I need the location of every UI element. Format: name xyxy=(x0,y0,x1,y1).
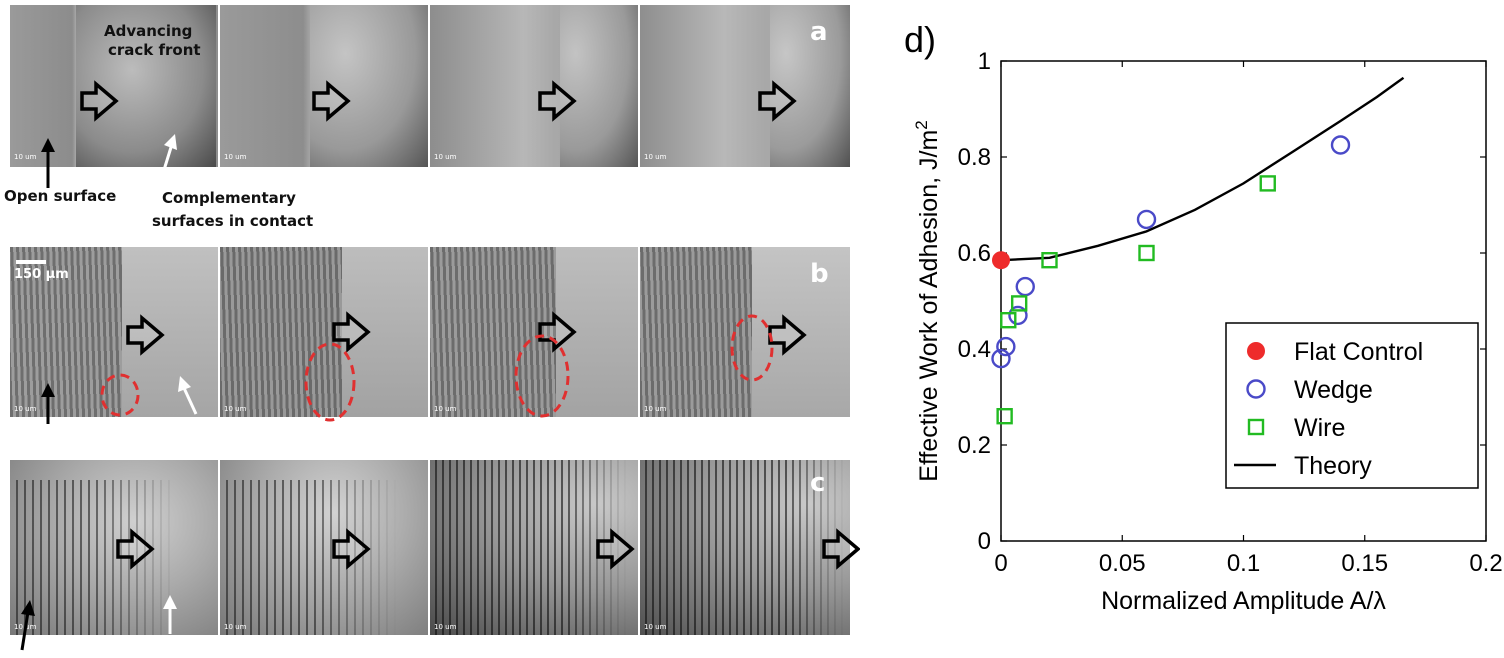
scale-text: 10 um xyxy=(644,405,667,413)
legend-marker-wedge xyxy=(1246,379,1266,399)
pointer-arrow-icon xyxy=(162,134,177,171)
label-line: crack front xyxy=(108,41,201,59)
x-tick-label: 0 xyxy=(994,550,1007,577)
advance-arrow-icon xyxy=(538,313,576,351)
y-tick-label: 0 xyxy=(978,528,991,555)
y-tick-label: 0.6 xyxy=(958,240,991,267)
advance-arrow-icon xyxy=(596,530,634,568)
label-line: Complementary xyxy=(162,189,296,207)
panel-letter-b: b xyxy=(810,259,829,289)
scale-text: 10 um xyxy=(224,405,247,413)
label-crack-front: Advancing crack front xyxy=(104,22,201,60)
micrograph-frame xyxy=(640,460,850,635)
scale-text: 10 um xyxy=(434,405,457,413)
micrograph-frame xyxy=(220,5,428,167)
data-point-wire xyxy=(1041,251,1058,269)
highlight-circle xyxy=(514,334,570,418)
scale-text: 10 um xyxy=(224,623,247,631)
adhesion-chart: 0 0.05 0.1 0.15 0.2 0 0.2 0.4 0.6 0.8 1Normalized … xyxy=(904,19,1503,615)
advance-arrow-icon xyxy=(116,530,154,568)
legend-marker-wire xyxy=(1247,418,1265,436)
highlight-circle xyxy=(304,342,356,422)
panel-letter-c: c xyxy=(810,468,826,498)
scale-text: 10 um xyxy=(224,153,247,161)
micrograph-frame xyxy=(430,5,638,167)
micrograph-frame xyxy=(640,5,850,167)
data-point-wedge xyxy=(1015,276,1035,297)
advance-arrow-icon xyxy=(758,82,796,120)
scale-text: 10 um xyxy=(14,405,37,413)
label-line: surfaces in contact xyxy=(152,212,314,230)
pointer-arrow-icon xyxy=(163,595,177,634)
data-point-flat-control xyxy=(992,251,1010,270)
data-point-wire xyxy=(1010,295,1028,312)
pointer-arrow-icon xyxy=(20,600,35,651)
data-point-wedge xyxy=(996,336,1016,357)
advance-arrow-icon xyxy=(312,82,350,120)
advance-arrow-icon xyxy=(822,530,860,568)
y-axis-label-superscript: 2 xyxy=(912,120,931,129)
legend-label: Wire xyxy=(1294,414,1345,442)
scale-bar xyxy=(16,260,46,264)
scale-text: 10 um xyxy=(434,623,457,631)
legend-label: Wedge xyxy=(1294,376,1373,404)
data-point-wire xyxy=(1138,244,1155,262)
legend-marker-flat-control xyxy=(1247,342,1265,360)
label-line: Advancing xyxy=(104,22,193,40)
micrograph-row-a: a 10 um 10 um 10 um 10 um xyxy=(10,5,850,167)
panel-letter-a: a xyxy=(810,17,828,47)
scale-text: 10 um xyxy=(644,623,667,631)
micrograph-frame xyxy=(640,247,850,417)
data-point-wedge xyxy=(1008,305,1028,326)
x-tick-label: 0.1 xyxy=(1227,550,1260,577)
x-tick-label: 0.15 xyxy=(1341,550,1388,577)
pointer-arrow-icon xyxy=(41,138,55,188)
pointer-arrow-icon xyxy=(41,383,55,424)
micrograph-frame xyxy=(10,5,218,167)
scale-text: 10 um xyxy=(644,153,667,161)
pointer-arrow-icon xyxy=(178,376,198,415)
data-point-wedge xyxy=(1136,209,1157,230)
legend-label: Theory xyxy=(1294,452,1372,480)
micrograph-row-c: c 10 um 10 um 10 um 10 um xyxy=(10,460,850,635)
panel-label: d) xyxy=(904,19,936,60)
scale-bar-label: 150 µm xyxy=(14,267,69,282)
advance-arrow-icon xyxy=(332,313,370,351)
advance-arrow-icon xyxy=(538,82,576,120)
label-complementary-surfaces: Complementary surfaces in contact xyxy=(152,187,313,233)
label-open-surface: Open surface xyxy=(4,187,117,205)
y-tick-label: 0.4 xyxy=(958,336,991,363)
data-point-wire xyxy=(996,408,1013,425)
plot-area: 0 0.05 0.1 0.15 0.2 0 0.2 0.4 0.6 0.8 1Normalized … xyxy=(904,19,1503,615)
micrograph-frame xyxy=(220,460,428,635)
y-tick-label: 1 xyxy=(978,48,991,75)
highlight-circle xyxy=(730,314,774,382)
data-point-wedge xyxy=(1330,135,1351,155)
advance-arrow-icon xyxy=(768,316,806,354)
micrograph-frame xyxy=(10,460,218,635)
x-tick-label: 0.2 xyxy=(1469,550,1502,577)
y-tick-label: 0.2 xyxy=(958,432,991,459)
theory-curve xyxy=(1000,76,1405,262)
data-point-wire xyxy=(1259,175,1276,192)
scale-text: 10 um xyxy=(434,153,457,161)
scale-text: 10 um xyxy=(14,153,37,161)
x-axis-label: Normalized Amplitude A/λ xyxy=(1101,587,1386,615)
advance-arrow-icon xyxy=(80,82,118,120)
legend-box xyxy=(1225,322,1479,489)
micrograph-annotations xyxy=(20,82,860,651)
y-axis-label: Effective Work of Adhesion, J/m2 xyxy=(912,120,943,481)
legend-label: Flat Control xyxy=(1294,338,1423,366)
data-point-wedge xyxy=(991,348,1011,369)
x-tick-label: 0.05 xyxy=(1099,550,1146,577)
data-point-wire xyxy=(1000,312,1017,329)
micrograph-frame xyxy=(430,247,638,417)
advance-arrow-icon xyxy=(332,530,370,568)
highlight-circle xyxy=(100,373,140,417)
advance-arrow-icon xyxy=(126,316,164,354)
y-tick-label: 0.8 xyxy=(958,144,991,171)
